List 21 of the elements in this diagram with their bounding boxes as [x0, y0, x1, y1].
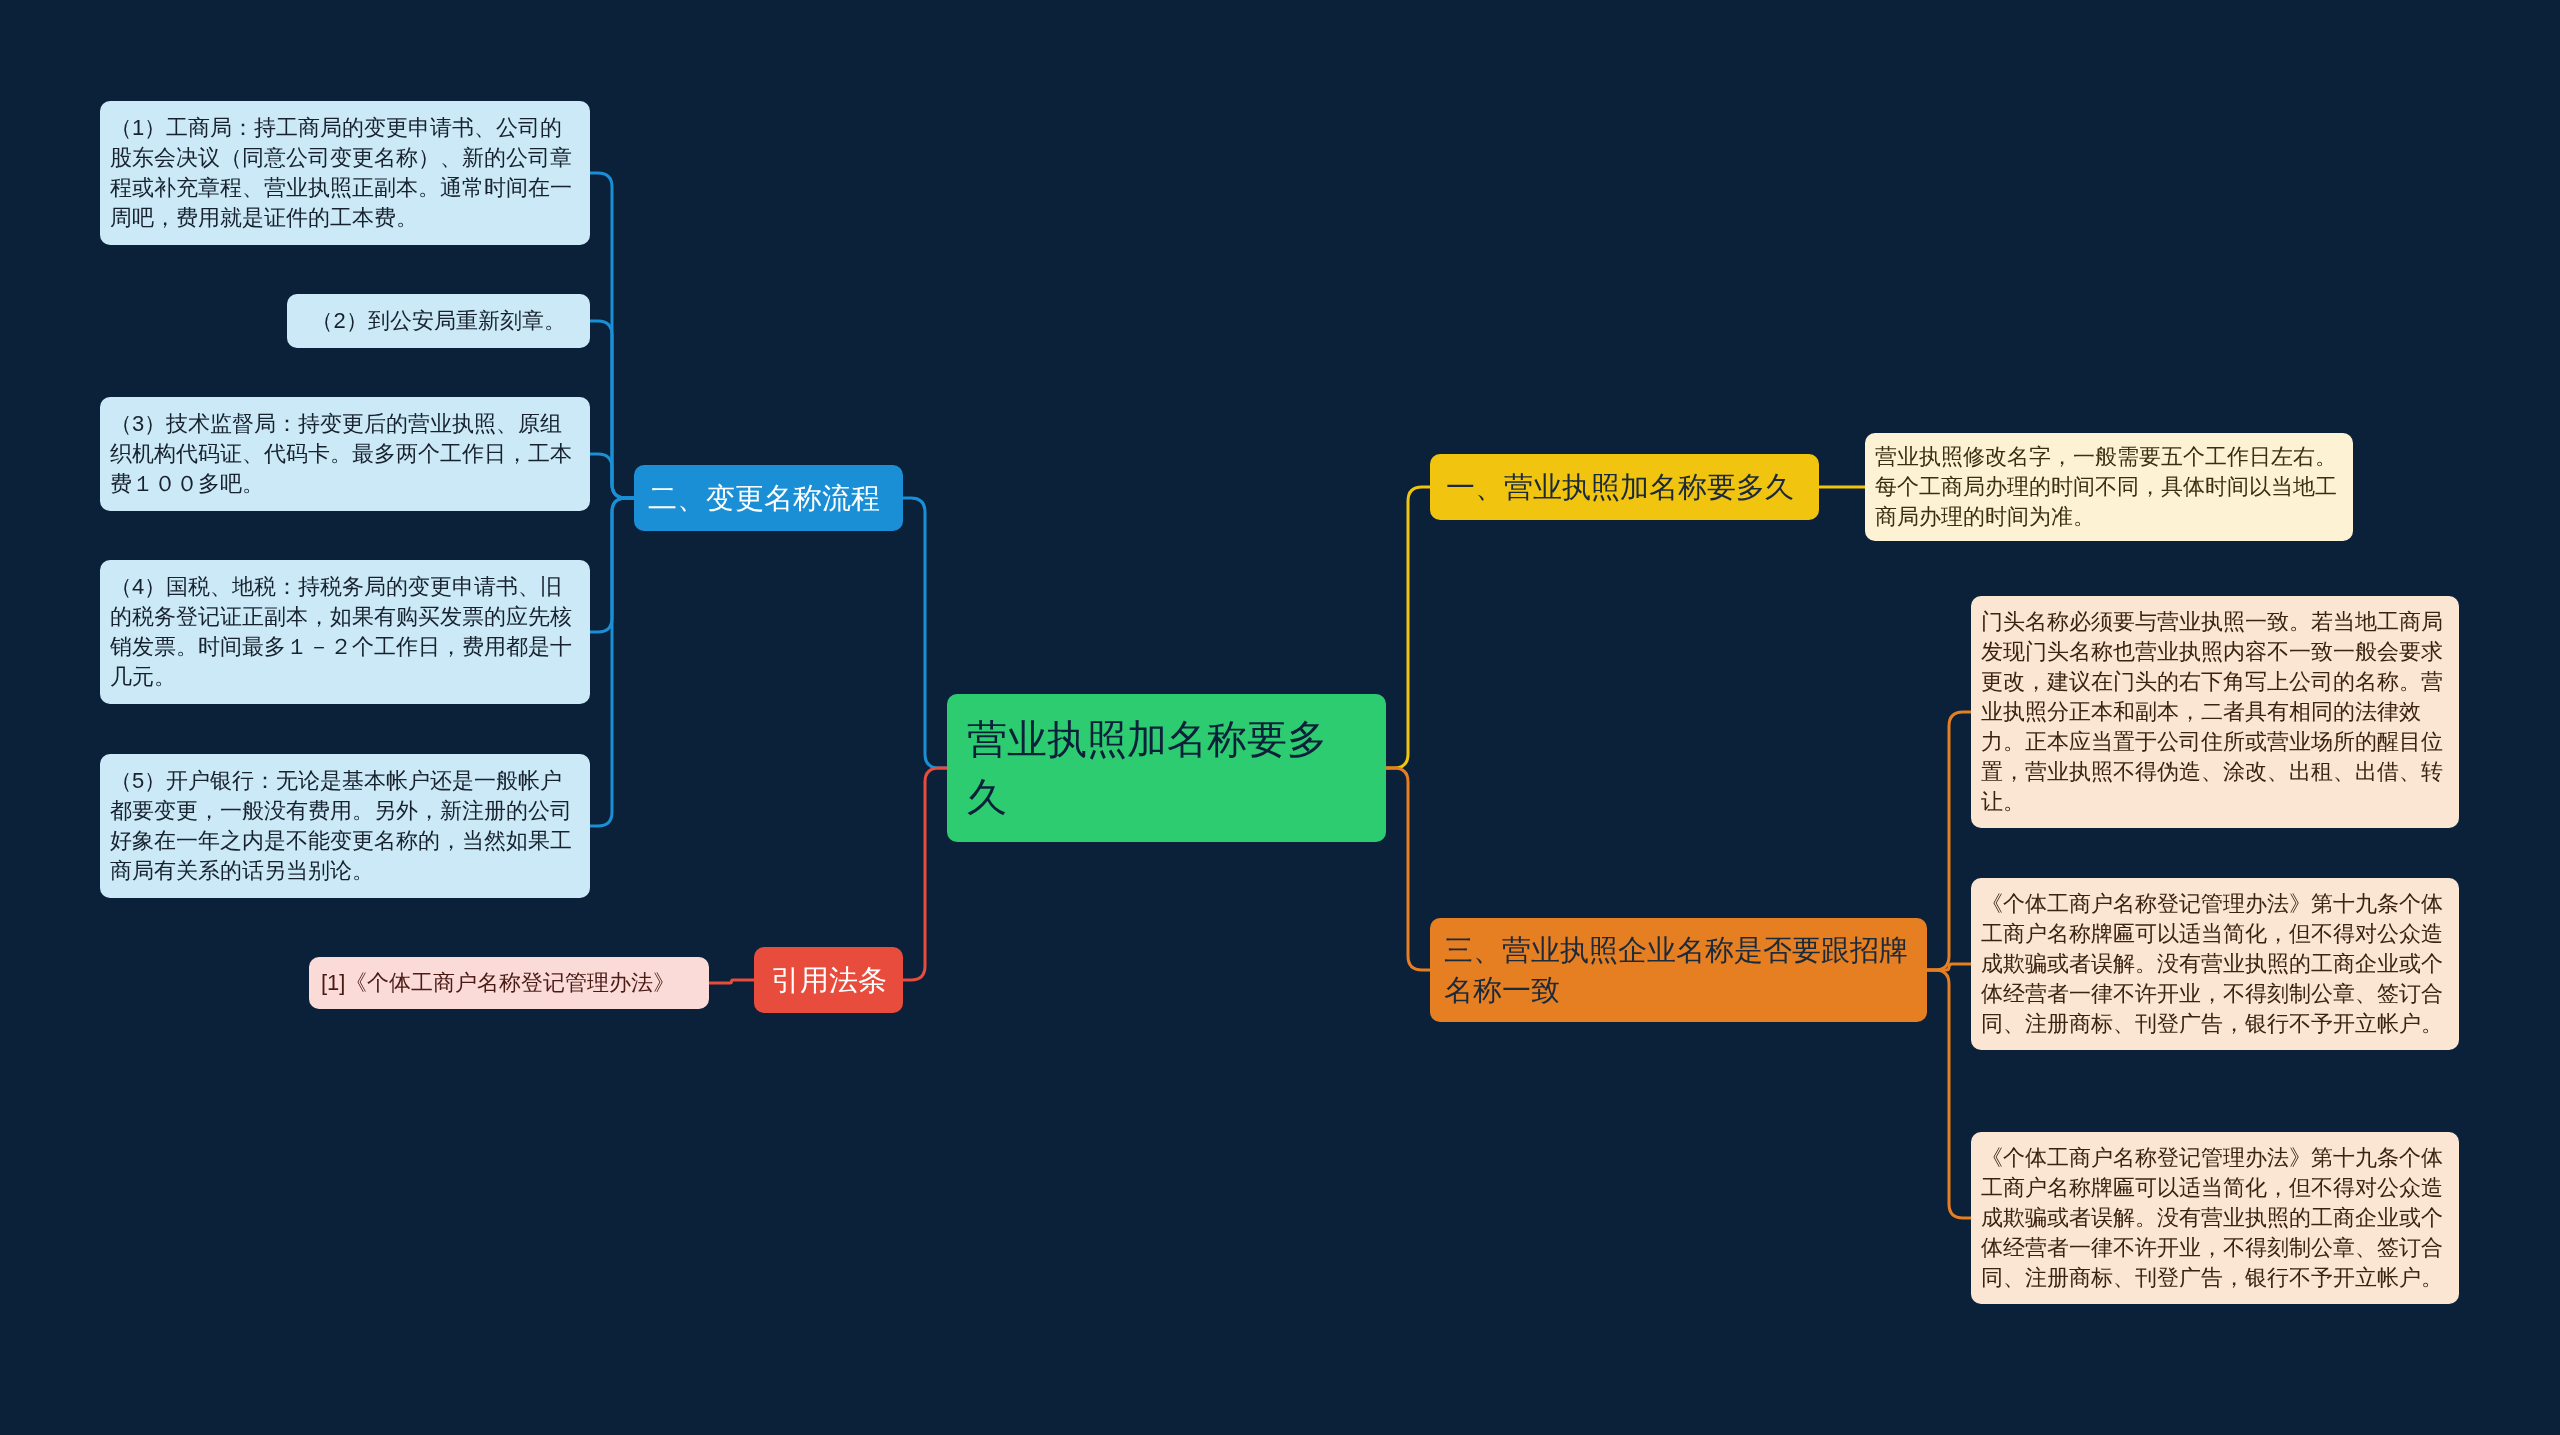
note-box: （2）到公安局重新刻章。: [287, 294, 590, 348]
note-box: 营业执照修改名字，一般需要五个工作日左右。每个工商局办理的时间不同，具体时间以当地工商局办理的时间为准。: [1865, 433, 2353, 541]
note-box: 门头名称必须要与营业执照一致。若当地工商局发现门头名称也营业执照内容不一致一般会要求更改，建议在门头的右下角写上公司的名称。营业执照分正本和副本，二者具有相同的法律效力。正本应当置于公司住所或营业场所的醒目位置，营业执照不得伪造、涂改、出租、出借、转让。: [1971, 596, 2459, 828]
note-box: （5）开户银行：无论是基本帐户还是一般帐户都要变更，一般没有费用。另外，新注册的公司好象在一年之内是不能变更名称的，当然如果工商局有关系的话另当别论。: [100, 754, 590, 898]
topic-box: 一、营业执照加名称要多久: [1430, 454, 1819, 520]
central-topic: 营业执照加名称要多久: [947, 694, 1386, 842]
note-box: [1]《个体工商户名称登记管理办法》: [309, 957, 709, 1009]
topic-box: 三、营业执照企业名称是否要跟招牌名称一致: [1430, 918, 1927, 1022]
note-box: 《个体工商户名称登记管理办法》第十九条个体工商户名称牌匾可以适当简化，但不得对公众造成欺骗或者误解。没有营业执照的工商企业或个体经营者一律不许开业，不得刻制公章、签订合同、注册商标、刊登广告，银行不予开立帐户。: [1971, 1132, 2459, 1304]
connector-line: [709, 978, 754, 985]
topic-box: 引用法条: [754, 947, 903, 1013]
connector-line: [590, 496, 634, 828]
note-box: 《个体工商户名称登记管理办法》第十九条个体工商户名称牌匾可以适当简化，但不得对公众造成欺骗或者误解。没有营业执照的工商企业或个体经营者一律不许开业，不得刻制公章、签订合同、注册商标、刊登广告，银行不予开立帐户。: [1971, 878, 2459, 1050]
connector-line: [903, 766, 947, 982]
note-box: （3）技术监督局：持变更后的营业执照、原组织机构代码证、代码卡。最多两个工作日，工本费１００多吧。: [100, 397, 590, 511]
note-box: （1）工商局：持工商局的变更申请书、公司的股东会决议（同意公司变更名称）、新的公司章程或补充章程、营业执照正副本。通常时间在一周吧，费用就是证件的工本费。: [100, 101, 590, 245]
note-box: （4）国税、地税：持税务局的变更申请书、旧的税务登记证正副本，如果有购买发票的应先核销发票。时间最多１－２个工作日，费用都是十几元。: [100, 560, 590, 704]
topic-box: 二、变更名称流程: [634, 465, 903, 531]
connector-line: [1819, 485, 1865, 489]
connector-line: [1927, 968, 1971, 1220]
connector-line: [1386, 766, 1430, 972]
